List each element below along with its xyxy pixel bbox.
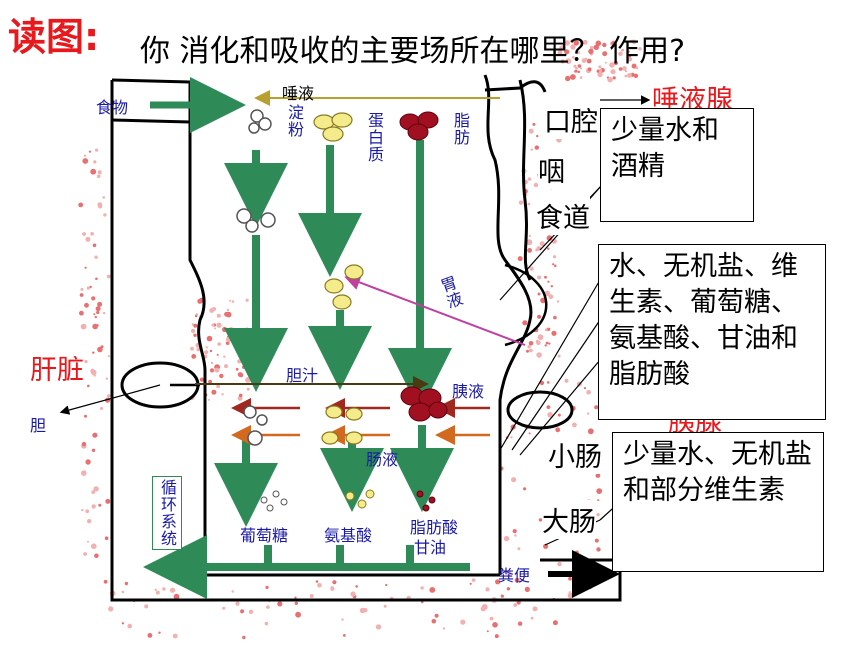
intestinal-juice-label: 肠液 [366, 450, 399, 469]
stomach-absorption-callout: 少量水和酒精 [600, 108, 754, 222]
esophagus-label: 食道 [536, 196, 590, 235]
gastric-juice-arrow [344, 274, 526, 346]
amino-acid-label: 氨基酸 [324, 526, 373, 545]
saliva-label: 唾液 [282, 84, 315, 103]
protein-particles [313, 112, 364, 445]
food-label: 食物 [96, 98, 129, 117]
absorbed-particles [260, 489, 436, 512]
fat-particles [399, 111, 448, 422]
question-text: 你 消化和吸收的主要场所在哪里？ 作用? [140, 34, 685, 69]
fat-label: 脂肪 [451, 112, 470, 146]
liver-label: 肝脏 [30, 355, 84, 386]
circulation-label: 循环系统 [152, 476, 182, 550]
pancreas-shape [506, 390, 574, 430]
starch-particles [236, 109, 276, 446]
pharynx-label: 咽 [538, 150, 565, 189]
large-intestine-label: 大肠 [542, 500, 596, 539]
flow-arrows [214, 140, 454, 568]
bile-label: 胆汁 [286, 366, 319, 385]
fatty-acid-label: 脂肪酸 [410, 518, 459, 537]
large-intestine-absorption-callout: 少量水、无机盐和部分维生素 [612, 432, 824, 572]
protein-label: 蛋白质 [365, 112, 384, 163]
gallbladder-label: 胆 [30, 416, 47, 435]
glycerol-label: 甘油 [414, 538, 447, 557]
glucose-label: 葡萄糖 [240, 526, 289, 545]
small-intestine-absorption-callout: 水、无机盐、维生素、葡萄糖、氨基酸、甘油和脂肪酸 [598, 244, 826, 420]
pancreatic-juice-label: 胰液 [452, 382, 485, 401]
page-title: 读图: [8, 15, 100, 59]
mouth-label: 口腔 [544, 100, 598, 139]
small-intestine-label: 小肠 [548, 435, 602, 474]
starch-label: 淀粉 [285, 104, 304, 138]
feces-label: 粪便 [498, 566, 531, 585]
